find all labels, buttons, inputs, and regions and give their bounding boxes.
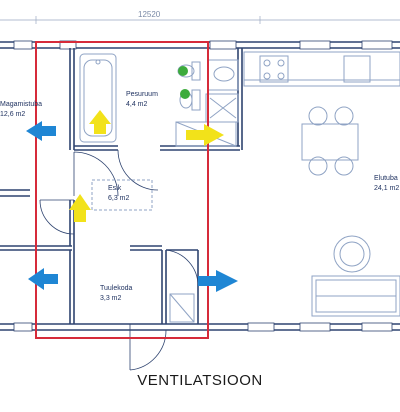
- supply-arrow-hall: [69, 194, 91, 222]
- supply-arrows: [69, 110, 224, 222]
- room-tuulekoda-area: 3,3 m2: [100, 295, 122, 302]
- green-marker-bottom: [180, 89, 190, 99]
- exhaust-arrow-livingroom: [198, 270, 238, 292]
- bathtub: [79, 53, 117, 143]
- green-marker-top: [178, 66, 188, 76]
- diagram-caption: VENTILATSIOON: [137, 372, 263, 389]
- exhaust-arrow-bedroom: [26, 121, 56, 141]
- room-esik-area: 6,3 m2: [108, 195, 130, 202]
- dimension-line: [0, 16, 400, 24]
- bottom-windows: [13, 322, 393, 332]
- top-windows: [13, 40, 393, 50]
- room-pesuruum-area: 4,4 m2: [126, 101, 148, 108]
- outer-walls: [0, 41, 400, 331]
- dimension-label: 12520: [138, 10, 161, 19]
- exhaust-arrows: [26, 121, 238, 292]
- supply-arrow-utility: [186, 124, 224, 146]
- hall-cabinet: [91, 179, 153, 211]
- room-magamistuba-name: Magamistuba: [0, 101, 42, 108]
- room-elutuba-area: 24,1 m2: [374, 185, 399, 192]
- supply-arrow-bathroom: [89, 110, 111, 134]
- highlight-zone: [35, 41, 209, 339]
- entry-cabinet: [169, 293, 195, 323]
- kitchen-counter: [243, 51, 400, 87]
- sofa: [311, 275, 400, 317]
- room-elutuba-name: Elutuba: [374, 175, 398, 182]
- room-pesuruum-name: Pesuruum: [126, 91, 158, 98]
- room-tuulekoda-name: Tuulekoda: [100, 285, 133, 292]
- exhaust-arrow-entry: [28, 268, 58, 290]
- door-swings: [39, 149, 199, 371]
- armchair: [333, 235, 371, 273]
- dining-table: [301, 106, 359, 176]
- room-esik-name: Esik: [108, 185, 122, 192]
- room-magamistuba-area: 12,6 m2: [0, 111, 25, 118]
